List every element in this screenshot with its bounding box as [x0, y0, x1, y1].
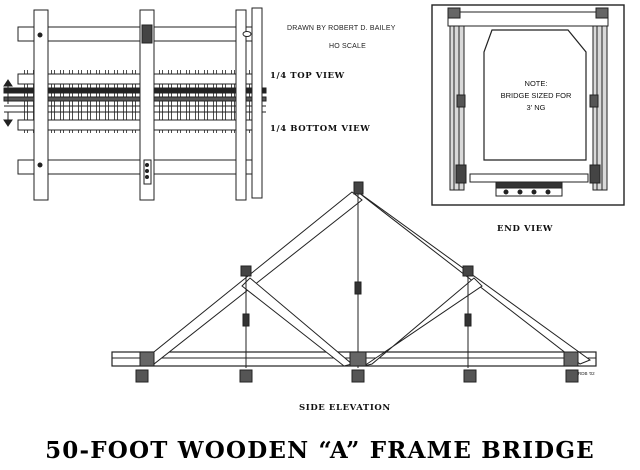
scale-label: HO SCALE: [329, 43, 366, 50]
end-view-label: END VIEW: [497, 224, 553, 234]
note-line-1: NOTE:: [524, 79, 548, 88]
rail: [3, 87, 267, 94]
deck-beam: [17, 119, 259, 131]
drafter-signature: RDB '02: [578, 371, 595, 376]
drawn-by-credit: DRAWN BY ROBERT D. BAILEY: [287, 25, 396, 32]
clearance-envelope: [483, 29, 587, 161]
stringer: [17, 159, 259, 175]
stringer: [17, 26, 259, 42]
post: [33, 9, 49, 201]
side-elevation: [111, 181, 597, 383]
deck-beam: [17, 73, 259, 85]
main-rafter-left: [143, 191, 363, 365]
rail: [3, 96, 267, 102]
side-elevation-label: SIDE ELEVATION: [299, 403, 391, 413]
inner-rafter-right: [363, 277, 483, 367]
end-view-note: NOTE: BRIDGE SIZED FOR 3' NG: [490, 78, 582, 114]
bottom-view-label: 1/4 BOTTOM VIEW: [270, 124, 371, 134]
note-line-2: BRIDGE SIZED FOR: [500, 91, 572, 100]
drawing-title: 50-FOOT WOODEN “A” FRAME BRIDGE: [45, 437, 595, 464]
end-view: [431, 4, 625, 206]
plan-view: [3, 7, 267, 201]
note-line-3: 3' NG: [526, 103, 546, 112]
top-view-label: 1/4 TOP VIEW: [270, 71, 345, 81]
post: [235, 9, 247, 201]
post: [139, 9, 155, 201]
end-post: [251, 7, 263, 199]
